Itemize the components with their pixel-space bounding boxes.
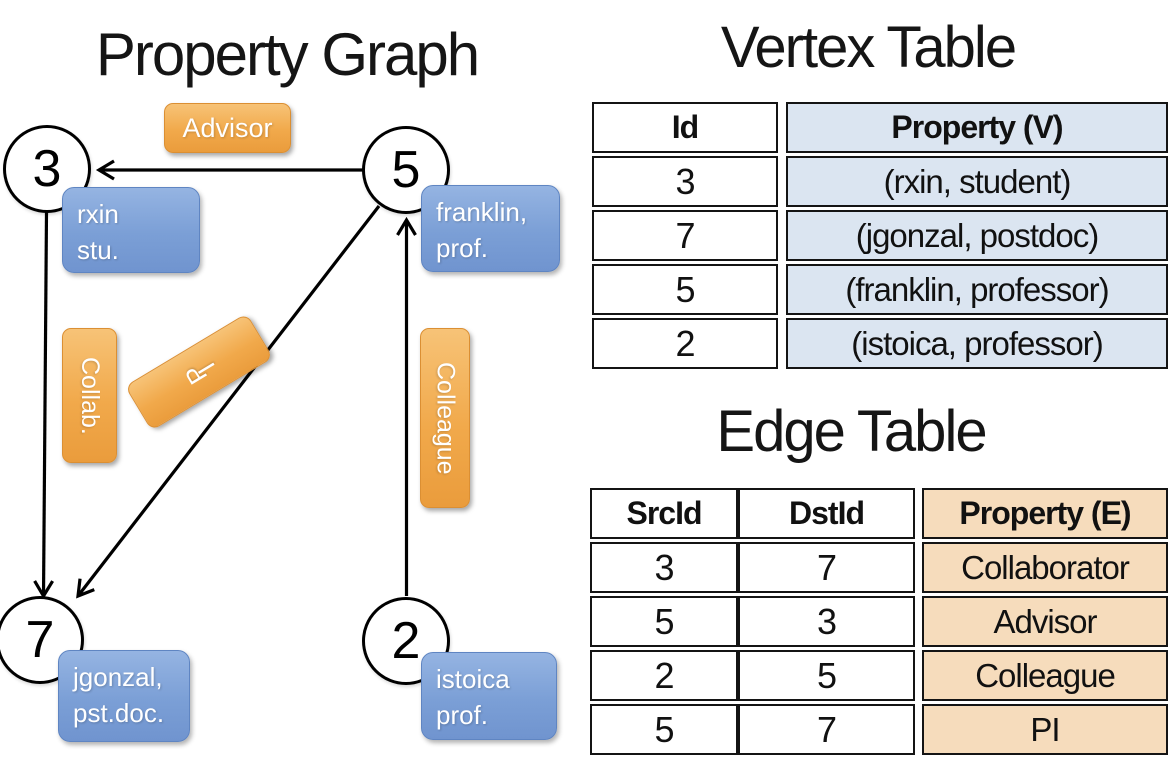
table-row: (rxin, student)	[786, 156, 1168, 207]
graph-node-5: 5	[362, 126, 450, 214]
edge-property-cell: Advisor	[922, 596, 1168, 647]
vertex-table-title: Vertex Table	[720, 15, 1017, 80]
vertex-id-cell: 7	[592, 210, 778, 261]
table-row: (jgonzal, postdoc)	[786, 210, 1168, 261]
vertex-property-cell: (rxin, student)	[786, 156, 1168, 207]
graph-node-3: 3	[3, 125, 91, 213]
vertex-property-cell: (jgonzal, postdoc)	[786, 210, 1168, 261]
vertex-property-cell: (franklin, professor)	[786, 264, 1168, 315]
edge-table-header-property: Property (E)	[922, 488, 1168, 539]
vertex-id-cell: 2	[592, 318, 778, 369]
edge-label-text: PI	[178, 356, 221, 390]
table-row: SrcId DstId	[590, 488, 915, 539]
edge-table-header-srcid: SrcId	[590, 488, 738, 539]
vertex-table-property-column: Property (V) (rxin, student) (jgonzal, p…	[786, 99, 1168, 372]
table-row: 7	[592, 210, 778, 261]
edge-label-text: Collab.	[76, 356, 104, 435]
table-row: Advisor	[922, 596, 1168, 647]
table-row: 5 7	[590, 704, 915, 755]
vertex-property-line: istoica	[436, 664, 510, 694]
vertex-property-box-istoica: istoica prof.	[421, 652, 557, 740]
property-graph-title: Property Graph	[95, 21, 480, 88]
table-row: PI	[922, 704, 1168, 755]
edge-label-collab: Collab.	[62, 328, 117, 463]
table-row: (istoica, professor)	[786, 318, 1168, 369]
table-row: (franklin, professor)	[786, 264, 1168, 315]
table-row: 2 5	[590, 650, 915, 701]
vertex-property-box-jgonzal: jgonzal, pst.doc.	[58, 650, 190, 742]
edge-line-3-to-7	[33, 211, 54, 600]
vertex-table-id-column: Id 3 7 5 2	[592, 99, 778, 372]
table-row: Property (E)	[922, 488, 1168, 539]
edge-property-cell: Colleague	[922, 650, 1168, 701]
edge-dst-cell: 5	[738, 650, 915, 701]
edge-dst-cell: 7	[738, 704, 915, 755]
edge-label-text: Colleague	[431, 361, 460, 475]
edge-table-property-column: Property (E) Collaborator Advisor Collea…	[922, 485, 1168, 758]
vertex-property-box-franklin: franklin, prof.	[421, 185, 560, 272]
node-3-id: 3	[32, 140, 62, 198]
table-row: 5	[592, 264, 778, 315]
vertex-table-header-id: Id	[592, 102, 778, 153]
edge-src-cell: 3	[590, 542, 738, 593]
edge-label-text: Advisor	[182, 112, 273, 143]
node-2-id: 2	[391, 612, 421, 670]
edge-table-title: Edge Table	[716, 399, 987, 464]
vertex-property-line: jgonzal,	[73, 662, 163, 692]
node-7-id: 7	[25, 611, 55, 669]
vertex-property-cell: (istoica, professor)	[786, 318, 1168, 369]
edge-label-colleague: Colleague	[420, 328, 470, 508]
edge-src-cell: 5	[590, 704, 738, 755]
vertex-property-line: pst.doc.	[73, 698, 165, 729]
vertex-id-cell: 5	[592, 264, 778, 315]
vertex-property-box-rxin: rxin stu.	[62, 187, 200, 273]
edge-property-cell: Collaborator	[922, 542, 1168, 593]
edge-property-cell: PI	[922, 704, 1168, 755]
table-row: 3	[592, 156, 778, 207]
table-row: Collaborator	[922, 542, 1168, 593]
table-row: Property (V)	[786, 102, 1168, 153]
node-5-id: 5	[391, 141, 421, 199]
edge-dst-cell: 7	[738, 542, 915, 593]
vertex-property-line: franklin,	[436, 197, 528, 227]
table-row: Colleague	[922, 650, 1168, 701]
vertex-property-line: stu.	[77, 235, 119, 266]
edge-src-cell: 2	[590, 650, 738, 701]
table-row: 2	[592, 318, 778, 369]
edge-label-advisor: Advisor	[164, 103, 291, 153]
edge-dst-cell: 3	[738, 596, 915, 647]
vertex-property-line: rxin	[77, 199, 119, 229]
table-row: Id	[592, 102, 778, 153]
table-row: 3 7	[590, 542, 915, 593]
edge-table-header-dstid: DstId	[738, 488, 915, 539]
vertex-property-line: prof.	[436, 233, 489, 264]
vertex-table-header-property: Property (V)	[786, 102, 1168, 153]
edge-table-id-columns: SrcId DstId 3 7 5 3 2 5 5 7	[590, 485, 915, 758]
edge-label-pi: PI	[124, 313, 274, 431]
edge-src-cell: 5	[590, 596, 738, 647]
vertex-property-line: prof.	[436, 700, 489, 731]
table-row: 5 3	[590, 596, 915, 647]
vertex-id-cell: 3	[592, 156, 778, 207]
